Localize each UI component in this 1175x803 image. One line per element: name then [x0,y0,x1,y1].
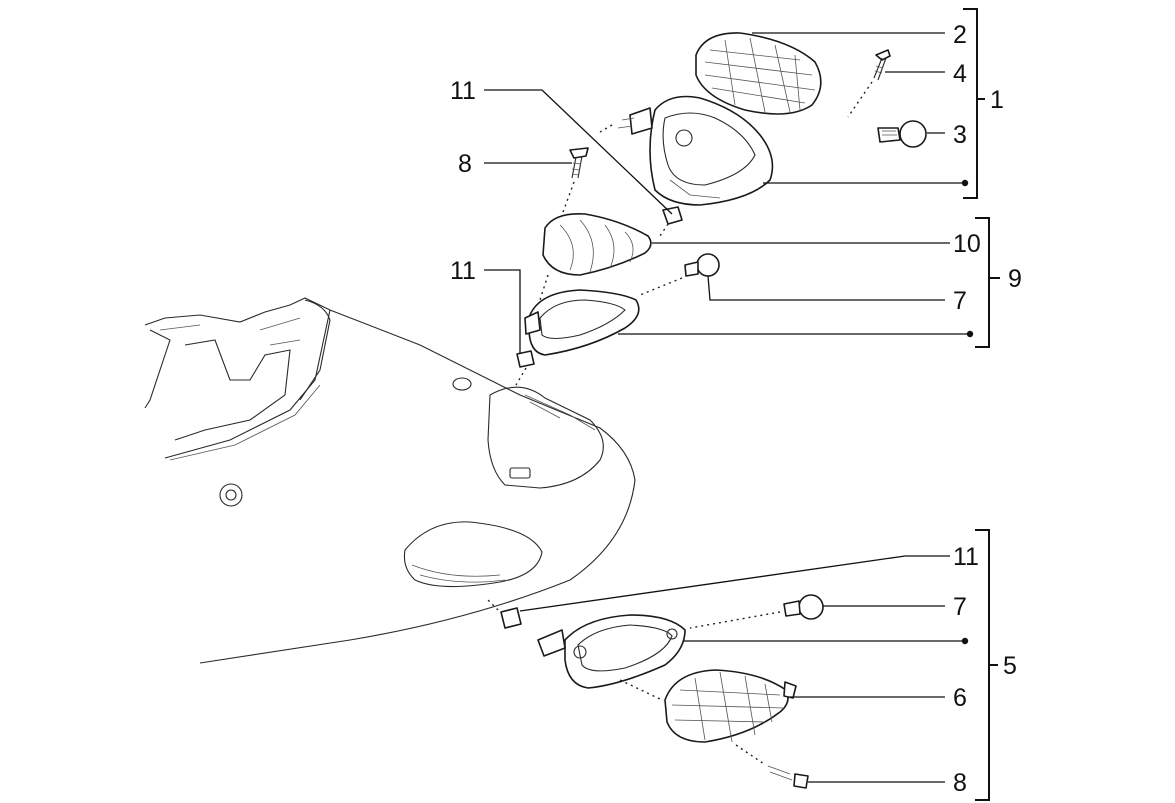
part-8-upper-screw [569,147,589,179]
callout-3: 3 [953,121,967,149]
lower-clip-axis [487,599,499,611]
callout-11-middle: 11 [450,257,476,285]
upper-clip-axis [659,223,669,237]
part-11-middle-clip [516,350,535,368]
callout-10: 10 [953,230,981,258]
callout-5: 5 [1003,652,1017,680]
part-7-lower-bulb [783,594,824,620]
callout-11-lower: 11 [953,543,979,571]
leader-lines [484,32,970,783]
part-7-middle-bulb [684,253,720,277]
lower-bulb-axis [689,611,781,629]
part-11-upper-clip [662,206,683,225]
callout-7-lower: 7 [953,593,967,621]
part-4-axis-line [847,81,873,118]
part-5-lower-housing [537,614,686,689]
callout-2: 2 [953,21,967,49]
part-4-screw [873,49,891,81]
callout-9: 9 [1008,265,1022,293]
callout-8-lower: 8 [953,769,967,797]
part-11-lower-clip [500,607,522,629]
middle-bulb-axis [639,277,683,296]
upper-screw-axis [561,181,575,216]
lower-screw-axis [735,744,765,765]
upper-housing-axis [599,124,613,133]
callout-11-upper: 11 [450,77,476,105]
callout-1: 1 [990,86,1004,114]
group-brackets [963,8,1000,801]
part-3-bulb [877,120,927,148]
part-9-middle-housing [524,289,640,356]
callout-6: 6 [953,684,967,712]
part-2-upper-lens [695,32,822,115]
part-6-lower-lens [664,669,797,743]
callout-8-upper: 8 [458,150,472,178]
middle-lens-axis [539,274,549,301]
tail-body-panel [144,297,636,664]
part-10-middle-lens [542,212,652,276]
lower-lens-axis [619,679,663,701]
leader-dots [961,179,974,645]
callout-4: 4 [953,60,967,88]
middle-clip-axis [515,367,527,386]
part-1-upper-housing [617,95,774,206]
callout-numbers: 2 4 1 3 11 8 10 11 9 7 11 7 5 6 8 [450,21,1022,797]
callout-7-middle: 7 [953,287,967,315]
part-8-lower-screw [767,765,809,789]
